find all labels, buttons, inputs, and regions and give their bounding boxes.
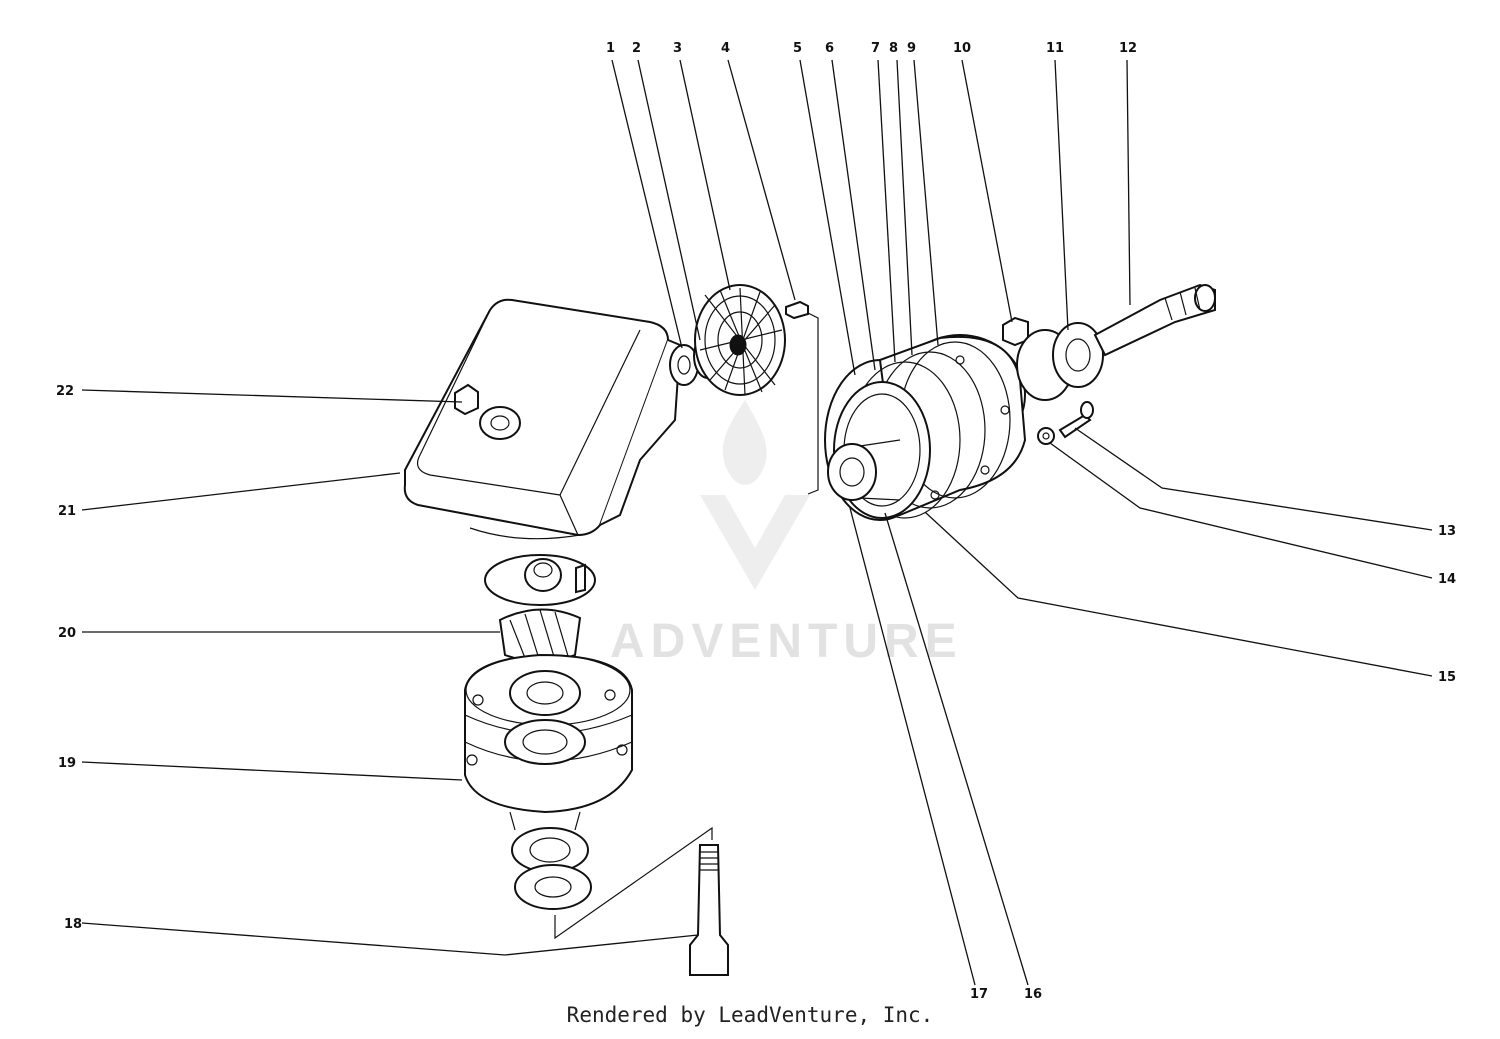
lower-housing	[464, 653, 633, 831]
bolt-and-washer	[1037, 401, 1094, 445]
callout-22: 22	[56, 384, 74, 399]
callout-10: 10	[953, 41, 971, 56]
callout-9: 9	[907, 41, 916, 56]
callout-20: 20	[58, 626, 76, 641]
pinion-stub	[827, 439, 901, 501]
watermark-text: ADVENTURE	[610, 615, 963, 668]
callout-labels: 1 2 3 4 5 6 7 8 9 10 11 12 13 14 15 16 1…	[56, 41, 1456, 1002]
callout-5: 5	[793, 41, 802, 56]
bevel-gear-assembly	[669, 284, 786, 396]
callout-12: 12	[1119, 41, 1137, 56]
callout-8: 8	[889, 41, 898, 56]
stud	[689, 844, 729, 976]
leader-lines	[81, 59, 1433, 986]
lower-bearings	[511, 827, 592, 910]
callout-3: 3	[673, 41, 682, 56]
callout-1: 1	[606, 41, 615, 56]
footer-credit: Rendered by LeadVenture, Inc.	[566, 1003, 934, 1027]
output-shaft	[1093, 283, 1216, 357]
gearbox-housing	[403, 298, 682, 540]
callout-21: 21	[58, 504, 76, 519]
callout-14: 14	[1438, 572, 1456, 587]
callout-19: 19	[58, 756, 76, 771]
callout-15: 15	[1438, 670, 1456, 685]
callout-7: 7	[871, 41, 880, 56]
callout-17: 17	[970, 987, 988, 1002]
callout-16: 16	[1024, 987, 1042, 1002]
key-leader-bracket	[807, 312, 819, 495]
callout-4: 4	[721, 41, 730, 56]
callout-2: 2	[632, 41, 641, 56]
key	[785, 300, 809, 320]
output-bearing	[1016, 322, 1104, 401]
pinion-gear-assembly	[484, 554, 596, 663]
watermark: ADVENTURE	[610, 400, 963, 668]
callout-18: 18	[64, 917, 82, 932]
callout-13: 13	[1438, 524, 1456, 539]
callout-6: 6	[825, 41, 834, 56]
callout-11: 11	[1046, 41, 1064, 56]
watermark-logo	[700, 400, 810, 590]
stud-leader-bracket	[554, 826, 713, 940]
